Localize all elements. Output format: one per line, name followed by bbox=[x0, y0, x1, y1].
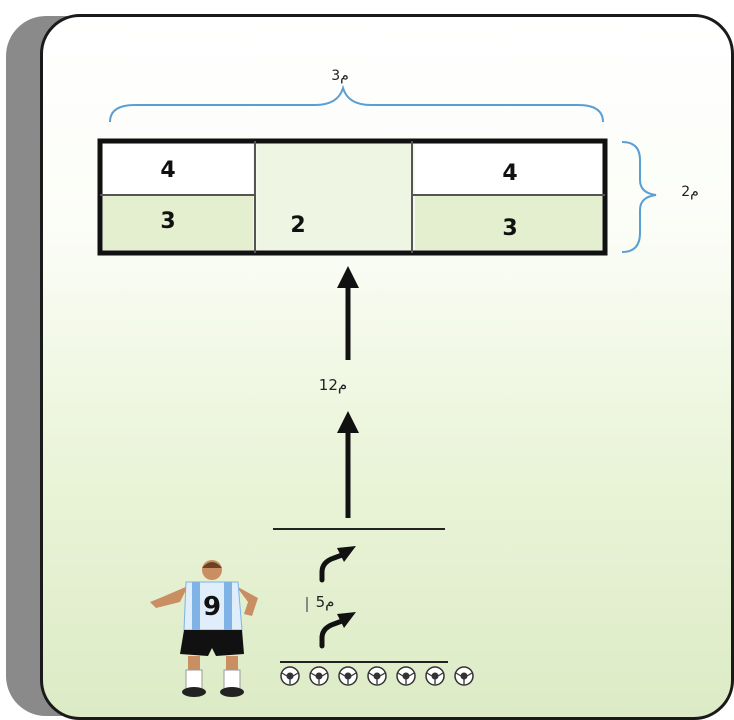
distance-label: م12 bbox=[319, 376, 347, 394]
cell-left-bottom-number: 3 bbox=[160, 209, 175, 234]
cell-center bbox=[258, 144, 411, 250]
ball-row bbox=[280, 666, 474, 686]
width-brace bbox=[109, 84, 604, 123]
cell-left-top bbox=[103, 144, 253, 194]
width-label: م3 bbox=[331, 68, 349, 84]
cell-right-bottom-number: 3 bbox=[502, 216, 517, 241]
player-left-arm bbox=[150, 586, 188, 608]
ball bbox=[367, 666, 387, 686]
cell-right-top bbox=[415, 144, 602, 194]
player-figure: 9 bbox=[150, 560, 258, 697]
player-right-arm bbox=[236, 586, 258, 616]
cell-center-number: 2 bbox=[290, 213, 305, 238]
ball bbox=[454, 666, 474, 686]
player-shorts bbox=[180, 630, 244, 656]
cell-left-top-number: 4 bbox=[160, 158, 175, 183]
cell-right-top-number: 4 bbox=[502, 161, 517, 186]
shirt-number: 9 bbox=[203, 592, 221, 622]
cell-left-bottom bbox=[103, 196, 253, 250]
ball bbox=[280, 666, 300, 686]
ball bbox=[396, 666, 416, 686]
cell-right-bottom bbox=[415, 196, 602, 250]
height-label: م2 bbox=[681, 184, 699, 200]
height-brace bbox=[621, 141, 657, 253]
dribble-arrow-upper bbox=[319, 546, 356, 583]
goal-grid: 4 3 2 4 3 bbox=[97, 138, 608, 256]
dribble-arrow-lower bbox=[319, 612, 356, 649]
ball bbox=[309, 666, 329, 686]
ball bbox=[338, 666, 358, 686]
ball bbox=[425, 666, 445, 686]
start-distance-label: م5 bbox=[316, 593, 335, 611]
lower-arrow bbox=[337, 411, 359, 518]
upper-arrow bbox=[337, 266, 359, 360]
